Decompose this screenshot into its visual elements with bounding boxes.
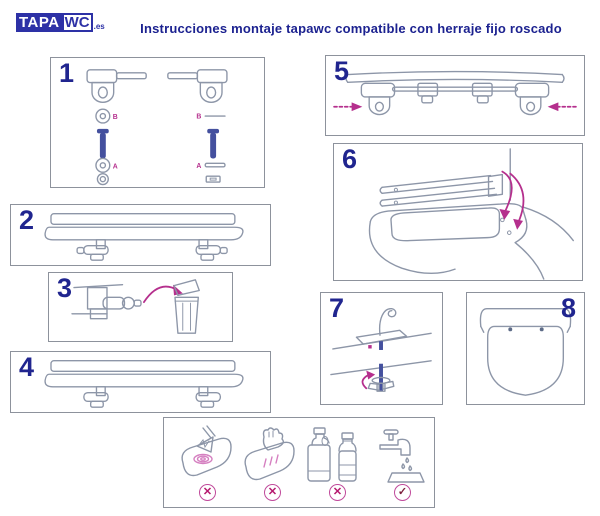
step-6-number: 6 bbox=[342, 144, 358, 174]
toilet-bowl-drawing bbox=[368, 203, 574, 280]
step-4-panel: 4 bbox=[10, 351, 271, 413]
seat-back-view-diagram bbox=[333, 70, 577, 116]
seat-side-view-diagram bbox=[44, 213, 244, 261]
hinge-right-side bbox=[195, 239, 228, 261]
tighten-arrow-icon bbox=[361, 370, 376, 390]
parts-kit-diagram: B A B A bbox=[86, 69, 228, 186]
scrub-brush-icon bbox=[181, 425, 232, 477]
step-5-number: 5 bbox=[334, 56, 350, 86]
step-7-panel: 7 bbox=[320, 292, 443, 405]
step-1-number: 1 bbox=[59, 58, 75, 88]
washer-b-front: B bbox=[95, 108, 118, 124]
step-7-number: 7 bbox=[329, 293, 345, 323]
trash-bin-icon bbox=[173, 279, 200, 334]
hinge-left-side bbox=[83, 386, 109, 408]
discard-part-diagram bbox=[71, 279, 200, 334]
care-item-scrub-brush: ✕ bbox=[173, 425, 235, 503]
seat-edge-drawing bbox=[345, 70, 565, 84]
seat-slab bbox=[44, 373, 244, 388]
care-item-chemical-bottles: ✕ bbox=[303, 425, 365, 503]
step-5-panel: 5 bbox=[325, 55, 585, 136]
step-8-panel: 8 bbox=[466, 292, 585, 405]
nut-side bbox=[205, 175, 221, 183]
seat-assembly-drawing bbox=[379, 173, 504, 207]
hinge-rod-drawing bbox=[360, 82, 550, 116]
hinge-dot-right bbox=[539, 327, 544, 332]
prohibited-mark: ✕ bbox=[199, 484, 216, 501]
screw-right bbox=[207, 128, 220, 159]
step-6-panel: 6 bbox=[333, 143, 583, 281]
closed-lid-drawing bbox=[486, 325, 565, 396]
care-item-abrasive-sponge: ✕ bbox=[238, 425, 300, 503]
step-3-number: 3 bbox=[57, 273, 73, 303]
hinge-right-side bbox=[195, 386, 222, 408]
step-2-number: 2 bbox=[19, 205, 35, 235]
seat-onto-bowl-diagram bbox=[368, 148, 574, 280]
push-arrow-right-icon bbox=[547, 102, 577, 112]
screw-washer-nut-drawing bbox=[367, 363, 395, 392]
seat-side-view-2-diagram bbox=[44, 360, 244, 408]
prohibited-mark: ✕ bbox=[264, 484, 281, 501]
old-hinge-part-drawing bbox=[71, 283, 142, 320]
screw-left bbox=[96, 128, 109, 159]
hinge-right-drawing bbox=[167, 69, 228, 103]
washer-a-front: A bbox=[95, 157, 118, 173]
lid-slab bbox=[50, 360, 236, 373]
label-b2: B bbox=[196, 114, 201, 121]
hinge-left-drawing bbox=[86, 69, 147, 103]
cistern-drawing bbox=[479, 308, 572, 333]
washer-a-side: A bbox=[196, 162, 226, 170]
lid-slab bbox=[50, 213, 236, 226]
lower-arrow-icon bbox=[499, 170, 525, 230]
care-item-water-only: ✓ bbox=[368, 425, 430, 503]
label-a2: A bbox=[196, 163, 201, 170]
abrasive-sponge-icon bbox=[244, 427, 295, 481]
allowed-mark: ✓ bbox=[394, 484, 411, 501]
step-3-panel: 3 bbox=[48, 272, 233, 342]
label-a: A bbox=[113, 163, 118, 170]
toilet-top-view-diagram bbox=[479, 308, 572, 396]
push-arrow-left-icon bbox=[333, 102, 363, 112]
water-tap-icon bbox=[379, 429, 425, 483]
label-b: B bbox=[113, 114, 118, 121]
prohibited-mark: ✕ bbox=[329, 484, 346, 501]
care-instructions-panel: ✕ ✕ ✕ bbox=[163, 417, 435, 508]
hinge-dot-left bbox=[508, 327, 513, 332]
step-8-number: 8 bbox=[560, 293, 576, 323]
nut-front bbox=[96, 173, 109, 186]
seat-slab bbox=[44, 226, 244, 241]
hinge-arm-drawing bbox=[355, 308, 408, 350]
step-4-number: 4 bbox=[19, 352, 35, 382]
fixing-detail-diagram bbox=[330, 308, 432, 392]
chemical-bottles-icon bbox=[307, 427, 357, 482]
logo-text-tapa: TAPA bbox=[16, 13, 62, 32]
step-2-panel: 2 bbox=[10, 204, 271, 266]
page-title: Instrucciones montaje tapawc compatible … bbox=[140, 21, 562, 36]
hinge-left-side bbox=[76, 239, 109, 261]
logo-text-wc: WC bbox=[61, 13, 93, 32]
logo-text-es: .es bbox=[93, 22, 105, 31]
step-1-panel: 1 B A bbox=[50, 57, 265, 188]
washer-b-side: B bbox=[196, 114, 226, 121]
